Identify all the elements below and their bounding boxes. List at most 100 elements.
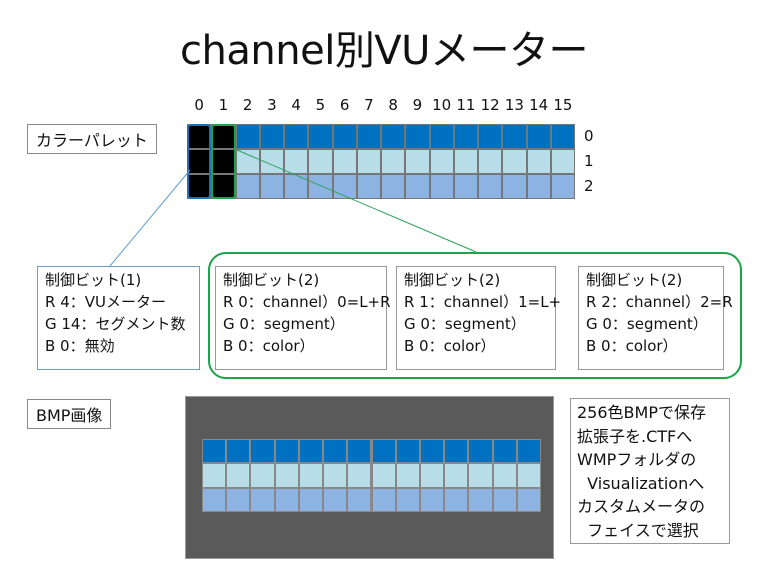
- control-bits-2-g: G 0：segment）: [223, 315, 345, 333]
- bmp-meter-cell: [227, 488, 250, 511]
- palette-column-number: 6: [339, 96, 350, 114]
- note-line: Visualizationへ: [577, 473, 705, 493]
- bmp-meter-cell: [469, 440, 492, 463]
- palette-color-cell: [285, 150, 308, 173]
- palette-color-cell: [309, 175, 332, 198]
- palette-color-cell: [236, 150, 259, 173]
- bmp-meter-cell: [227, 464, 250, 487]
- bmp-meter-cell: [445, 440, 468, 463]
- bmp-meter-cell: [275, 440, 298, 463]
- bmp-meter-cell: [396, 464, 419, 487]
- palette-row-number: 1: [584, 152, 594, 170]
- palette-color-cell: [479, 125, 502, 148]
- palette-column-number: 11: [456, 96, 476, 114]
- palette-column-number: 8: [388, 96, 398, 114]
- bmp-meter-cell: [445, 488, 468, 511]
- note-line: 256色BMPで保存: [577, 403, 706, 422]
- palette-color-cell: [454, 175, 477, 198]
- palette-selection-control2: [211, 124, 236, 199]
- bmp-meter-cell: [251, 464, 274, 487]
- palette-color-cell: [333, 150, 356, 173]
- bmp-meter-cell: [275, 464, 298, 487]
- palette-color-cell: [382, 175, 405, 198]
- bmp-meter-cell: [227, 440, 250, 463]
- control-bits-2-b: B 0：color）: [223, 337, 315, 355]
- palette-column-number: 9: [412, 96, 423, 114]
- note-line: 拡張子を.CTFへ: [577, 426, 693, 446]
- palette-column-number: 0: [194, 96, 204, 114]
- control-bits-2-g: G 0：segment）: [404, 315, 526, 333]
- bmp-meter-cell: [203, 464, 226, 487]
- palette-color-cell: [357, 175, 380, 198]
- bmp-meter-cell: [324, 440, 347, 463]
- palette-color-cell: [527, 150, 550, 173]
- control-bits-2-title: 制御ビット(2): [404, 271, 501, 289]
- palette-control-cell: [188, 175, 211, 198]
- palette-column-number: 3: [267, 96, 277, 114]
- bmp-meter-cell: [299, 488, 323, 511]
- control-bits-2-box-left: 制御ビット(2) R 0：channel）0=L+R G 0：segment） …: [215, 266, 391, 370]
- bmp-meter-cell: [493, 488, 516, 511]
- control-bits-2-title: 制御ビット(2): [586, 271, 683, 289]
- palette-color-cell: [479, 175, 502, 198]
- control-bits-1-r: R 4：VUメーター: [45, 293, 166, 311]
- palette-column-number: 14: [529, 96, 549, 114]
- palette-control-cell: [212, 125, 235, 148]
- palette-color-cell: [309, 150, 332, 173]
- control-bits-1-box: 制御ビット(1) R 4：VUメーター G 14：セグメント数 B 0：無効: [37, 266, 200, 370]
- bmp-meter-cell: [324, 488, 347, 511]
- control-bits-1-b: B 0：無効: [45, 337, 115, 355]
- palette-color-cell: [236, 125, 259, 148]
- palette-color-cell: [382, 125, 405, 148]
- palette-color-cell: [551, 150, 574, 173]
- control-bits-2-r: R 1：channel）1=L+: [404, 293, 562, 311]
- palette-column-number: 4: [291, 96, 301, 114]
- bmp-meter-cell: [324, 464, 347, 487]
- palette-color-cell: [285, 125, 308, 148]
- bmp-meter-cell: [469, 488, 492, 511]
- bmp-meter-cell: [517, 464, 540, 487]
- palette-color-cell: [260, 125, 283, 148]
- palette-color-cell: [551, 125, 574, 148]
- control-bits-2-r: R 0：channel）0=L+R: [223, 293, 391, 311]
- bmp-label: BMP画像: [27, 399, 112, 429]
- control-bits-2-g: G 0：segment）: [586, 315, 708, 333]
- palette-control-cell: [212, 150, 235, 173]
- palette-color-cell: [382, 150, 405, 173]
- palette-selection-control1: [187, 124, 212, 199]
- palette-control-cell: [212, 175, 235, 198]
- palette-color-cell: [503, 175, 526, 198]
- control-bits-1-title: 制御ビット(1): [45, 271, 142, 289]
- note-line: カスタムメータの: [577, 497, 706, 516]
- control-bits-2-box-right: 制御ビット(2) R 2：channel）2=R G 0：segment） B …: [578, 266, 733, 370]
- palette-color-cell: [357, 150, 380, 173]
- page-title: channel別VUメーター: [180, 28, 588, 74]
- bmp-meter-cell: [372, 488, 395, 511]
- control-bits-2-r: R 2：channel）2=R: [586, 293, 733, 311]
- bmp-meter-cell: [420, 464, 444, 487]
- bmp-meter-cell: [348, 488, 371, 511]
- palette-color-cell: [406, 150, 429, 173]
- control-bits-2-b: B 0：color）: [404, 337, 496, 355]
- palette-column-number: 10: [432, 96, 452, 114]
- palette-control-cell: [188, 150, 211, 173]
- bmp-meter-cell: [275, 488, 298, 511]
- palette-color-cell: [357, 125, 380, 148]
- palette-color-cell: [236, 175, 259, 198]
- bmp-meter-cell: [420, 488, 444, 511]
- palette-color-cell: [309, 125, 332, 148]
- palette-color-cell: [454, 150, 477, 173]
- bmp-meter-cell: [348, 464, 371, 487]
- palette-color-cell: [551, 175, 574, 198]
- bmp-meter-cell: [203, 440, 226, 463]
- bmp-meter-cell: [517, 488, 540, 511]
- bmp-meter-cell: [396, 440, 419, 463]
- bmp-meter-cell: [469, 464, 492, 487]
- note-line: WMPフォルダの: [577, 450, 697, 469]
- palette-color-cell: [406, 125, 429, 148]
- palette-row-number: 0: [584, 127, 594, 145]
- palette-column-number: 15: [553, 96, 573, 114]
- control-bits-2-group: [208, 252, 742, 379]
- palette-color-cell: [285, 175, 308, 198]
- bmp-meter-cell: [251, 440, 274, 463]
